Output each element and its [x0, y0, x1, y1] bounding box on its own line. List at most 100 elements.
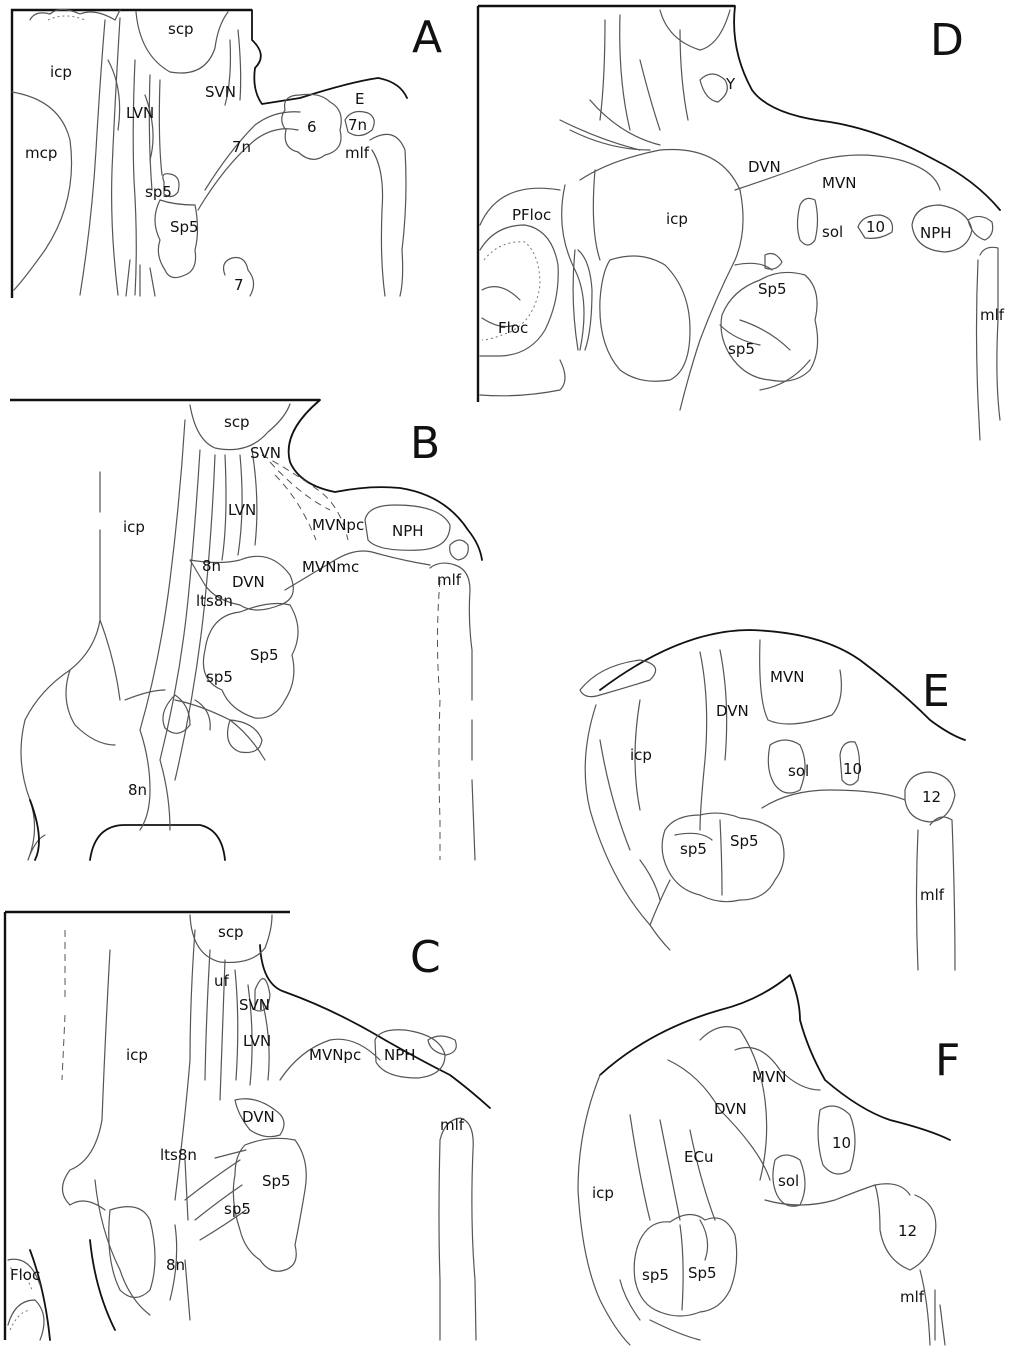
panel-a-7n-left-label: 7n: [232, 138, 251, 156]
panel-e-dvn-label: DVN: [716, 702, 749, 720]
panel-c-mlf-column: [439, 1118, 476, 1340]
panel-c-svn-label: SVN: [239, 996, 270, 1014]
panel-d-frame: [478, 6, 735, 402]
panel-a-7n-right-label: 7n: [348, 116, 367, 134]
panel-a-lvn-label: LVN: [126, 104, 154, 122]
panel-c-uf-label: uf: [214, 972, 230, 990]
panel-c-lts8n-label: lts8n: [160, 1146, 197, 1164]
panel-c-icp-label: icp: [126, 1046, 148, 1064]
panel-e-sp5-label: sp5: [680, 840, 707, 858]
panel-b-lts8n-label: lts8n: [196, 592, 233, 610]
panel-e-sol-label: sol: [788, 762, 809, 780]
panel-d-mvn-label: MVN: [822, 174, 856, 192]
panel-d-dvn-label: DVN: [748, 158, 781, 176]
panel-b-svn-label: SVN: [250, 444, 281, 462]
panel-e: MVN DVN icp sol 10 12 sp5 Sp5 mlf E: [580, 630, 965, 970]
panel-c-mvnpc-label: MVNpc: [309, 1046, 361, 1064]
panel-d-mlf-label: mlf: [980, 306, 1005, 324]
panel-c-sp5-label: sp5: [224, 1200, 251, 1218]
panel-a-e-label: E: [355, 90, 364, 108]
panel-f-mlf-column: [920, 1270, 945, 1345]
panel-d-icp-label: icp: [666, 210, 688, 228]
panel-f-icp-label: icp: [592, 1184, 614, 1202]
panel-b-lvn-label: LVN: [228, 501, 256, 519]
panel-e-mvn-label: MVN: [770, 668, 804, 686]
panel-a-mcp-label: mcp: [25, 144, 57, 162]
panel-a-icp-label: icp: [50, 63, 72, 81]
panel-b-mvnmc-label: MVNmc: [302, 558, 359, 576]
panel-c-8n-label: 8n: [166, 1256, 185, 1274]
panel-e-12-label: 12: [922, 788, 941, 806]
panel-d-large-oval: [600, 256, 690, 381]
panel-c-sp5-upper-label: Sp5: [262, 1172, 291, 1190]
panel-f-mvn-label: MVN: [752, 1068, 786, 1086]
panel-b-dorsal-surface: [289, 400, 482, 560]
panel-d-icp-region: [580, 150, 743, 411]
panel-e-icp-label: icp: [630, 746, 652, 764]
panel-a-7n-tract: [198, 112, 300, 210]
panel-d-nph-label: NPH: [920, 224, 952, 242]
panel-f-ecu-label: ECu: [684, 1148, 713, 1166]
panel-f-sp5-upper-label: Sp5: [688, 1264, 717, 1282]
panel-c-lvn-label: LVN: [243, 1032, 271, 1050]
panel-b-8n-bottom-label: 8n: [128, 781, 147, 799]
panel-b-icp-boundary: [25, 472, 100, 720]
panel-b-nph-label: NPH: [392, 522, 424, 540]
panel-c-floc-label: Floc: [10, 1266, 40, 1284]
panel-f-letter: F: [935, 1035, 960, 1086]
panel-b-mlf-label: mlf: [437, 571, 462, 589]
panel-a-6-label: 6: [307, 118, 317, 136]
panel-f-10-label: 10: [832, 1134, 851, 1152]
panel-b-sp5-label: sp5: [206, 668, 233, 686]
panel-d-y-label: Y: [725, 75, 736, 93]
panel-b: scp SVN icp LVN MVNpc NPH MVNmc 8n DVN l…: [10, 400, 482, 860]
panel-a-letter: A: [412, 12, 442, 63]
panel-a-mlf-column: [370, 134, 406, 296]
panel-c-dvn-label: DVN: [242, 1108, 275, 1126]
panel-e-letter: E: [922, 666, 950, 717]
panel-a: scp icp mcp LVN SVN E 6 7n 7n mlf sp5 Sp…: [12, 10, 442, 299]
panel-a-sp5-upper-label: Sp5: [170, 218, 199, 236]
panel-c-icp-boundary: [63, 950, 111, 1205]
panel-a-scp-label: scp: [168, 20, 194, 38]
panel-f-mlf-label: mlf: [900, 1288, 925, 1306]
panel-e-10-label: 10: [843, 760, 862, 778]
panel-a-sp5-label: sp5: [145, 183, 172, 201]
panel-d-10-label: 10: [866, 218, 885, 236]
panel-b-icp-label: icp: [123, 518, 145, 536]
panel-d-sol-label: sol: [822, 223, 843, 241]
panel-d-pfloc-label: PFloc: [512, 206, 551, 224]
panel-a-svn-label: SVN: [205, 83, 236, 101]
panel-e-sp5-upper-label: Sp5: [730, 832, 759, 850]
panel-d-mlf-column: [977, 247, 1001, 440]
panel-f-sol-label: sol: [778, 1172, 799, 1190]
panel-b-scp-label: scp: [224, 413, 250, 431]
panel-f-sp5-label: sp5: [642, 1266, 669, 1284]
panel-b-mvnpc-label: MVNpc: [312, 516, 364, 534]
panel-f-dorsal-surface: [600, 975, 950, 1140]
panel-e-mlf-label: mlf: [920, 886, 945, 904]
panel-d: Y DVN MVN PFloc icp sol 10 NPH Floc Sp5 …: [478, 6, 1005, 440]
panel-f: MVN DVN ECu sol 10 icp 12 sp5 Sp5 mlf F: [578, 975, 960, 1345]
panel-b-letter: B: [410, 418, 440, 469]
panel-c-letter: C: [410, 932, 441, 983]
panel-a-mlf-label: mlf: [345, 144, 370, 162]
panel-c-scp-label: scp: [218, 923, 244, 941]
panel-b-mlf-column: [430, 563, 475, 860]
panel-d-floc-label: Floc: [498, 319, 528, 337]
panel-d-letter: D: [930, 15, 964, 66]
panel-f-dvn-label: DVN: [714, 1100, 747, 1118]
panel-d-sp5-upper-label: Sp5: [758, 280, 787, 298]
panel-c-nph-label: NPH: [384, 1046, 416, 1064]
panel-f-12-label: 12: [898, 1222, 917, 1240]
panel-a-mcp-boundary: [12, 92, 72, 290]
panel-a-dorsal-surface: [252, 10, 407, 104]
panel-d-sp5-label: sp5: [728, 340, 755, 358]
panel-c-mlf-label: mlf: [440, 1116, 465, 1134]
panel-b-8n-top-label: 8n: [202, 557, 221, 575]
panel-b-sp5-upper-label: Sp5: [250, 646, 279, 664]
panel-c: scp uf SVN icp LVN MVNpc NPH DVN mlf lts…: [5, 912, 490, 1340]
panel-a-7-label: 7: [234, 276, 244, 294]
panel-b-dvn-label: DVN: [232, 573, 265, 591]
